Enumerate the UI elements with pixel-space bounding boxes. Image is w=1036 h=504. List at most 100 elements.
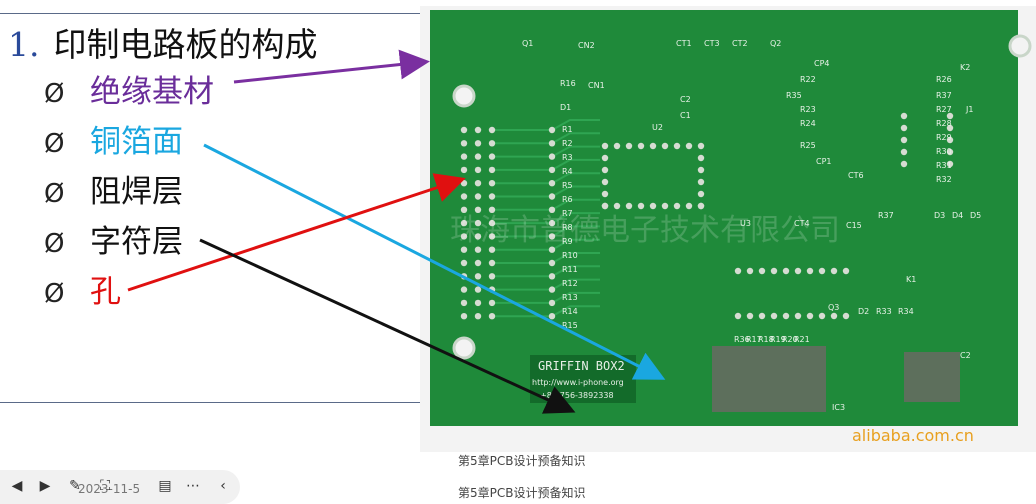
pcb-component-label: R31	[936, 161, 952, 170]
solder-pad	[697, 202, 705, 210]
solder-pad	[548, 246, 556, 253]
pcb-component-label: D5	[970, 211, 981, 220]
pcb-component-label: R23	[800, 105, 816, 114]
copper-trace	[492, 158, 600, 171]
ic3-pad-area	[712, 346, 826, 412]
solder-pad	[601, 190, 609, 198]
copper-trace	[492, 252, 600, 264]
pcb-component-label: R3	[562, 153, 573, 162]
pcb-component-label: CT2	[732, 39, 748, 48]
solder-pad	[946, 160, 954, 168]
silkscreen-title: GRIFFIN BOX2	[538, 359, 625, 373]
pen-icon[interactable]: ✎	[69, 478, 81, 494]
solder-pad	[625, 142, 633, 150]
pcb-component-label: R21	[794, 335, 810, 344]
solder-pad	[601, 202, 609, 210]
arrow-copper-foil	[203, 143, 666, 380]
bullet-text: 孔	[90, 274, 121, 310]
pcb-component-label: CT1	[676, 39, 692, 48]
pcb-component-label: R37	[878, 211, 894, 220]
solder-pad	[782, 312, 790, 320]
pcb-component-label: R37	[936, 91, 952, 100]
bullet-text: 阻焊层	[90, 174, 183, 210]
solder-pad	[474, 166, 482, 174]
solder-pad	[946, 124, 954, 132]
next-icon[interactable]: ▶	[39, 478, 51, 494]
pcb-component-label: R32	[936, 175, 952, 184]
photo-watermark-cn: 珠海市普德电子技术有限公司	[450, 213, 840, 248]
copper-trace	[492, 145, 600, 158]
solder-pad	[488, 299, 496, 307]
pcb-component-label: R24	[800, 119, 816, 128]
zoom-icon[interactable]: ⛶	[100, 478, 110, 494]
mounting-hole	[452, 84, 476, 108]
pcb-component-label: R12	[562, 279, 578, 288]
solder-pad	[460, 286, 468, 293]
collapse-icon[interactable]: ‹	[220, 478, 226, 494]
mounting-hole	[1008, 34, 1032, 58]
pcb-component-label: IC3	[832, 403, 845, 412]
solder-pad	[946, 112, 954, 120]
slide-heading: 1.印制电路板的构成	[8, 18, 318, 66]
solder-pad	[734, 267, 742, 275]
copper-trace	[492, 119, 600, 131]
solder-pad	[548, 166, 556, 174]
solder-pad	[601, 166, 609, 174]
solder-pad	[625, 202, 633, 210]
solder-pad	[474, 246, 482, 253]
copper-trace	[492, 265, 600, 278]
solder-pad	[649, 202, 657, 210]
solder-pad	[460, 299, 468, 307]
pcb-component-label: R27	[936, 105, 952, 114]
pcb-component-label: Q3	[828, 303, 839, 312]
pcb-component-label: CP4	[814, 59, 830, 68]
pcb-component-label: R11	[562, 265, 578, 274]
solder-pad	[488, 206, 496, 213]
solder-pad	[946, 148, 954, 156]
pcb-component-label: CT4	[794, 219, 810, 228]
photo-watermark-site: alibaba.com.cn	[852, 426, 974, 445]
more-icon[interactable]: ⋯	[186, 478, 200, 494]
presentation-toolbar: ◀ ▶ ✎ 2023-11-5 ⛶ ▤ ⋯ ‹	[0, 470, 240, 504]
pcb-component-label: K1	[906, 275, 916, 284]
solder-pad	[649, 142, 657, 150]
pcb-component-label: R4	[562, 167, 573, 176]
solder-pad	[782, 267, 790, 275]
solder-pad	[697, 190, 705, 198]
solder-pad	[474, 180, 482, 187]
solder-pad	[488, 219, 496, 227]
bullet-mark: Ø	[44, 229, 65, 259]
solder-pad	[488, 140, 496, 147]
solder-pad	[900, 160, 908, 168]
solder-pad	[548, 313, 556, 320]
pcb-component-label: R18	[758, 335, 774, 344]
solder-pad	[685, 142, 693, 150]
solder-pad	[734, 312, 742, 320]
solder-pad	[488, 259, 496, 267]
copper-trace	[492, 198, 600, 211]
pcb-component-label: U3	[740, 219, 751, 228]
solder-pad	[673, 202, 681, 210]
solder-pad	[474, 219, 482, 227]
pcb-component-label: D4	[952, 211, 963, 220]
solder-pad	[842, 312, 850, 320]
pcb-component-label: R9	[562, 237, 573, 246]
solder-pad	[697, 154, 705, 162]
copper-trace	[492, 225, 600, 238]
solder-pad	[900, 112, 908, 120]
prev-icon[interactable]: ◀	[11, 478, 23, 494]
comment-icon[interactable]: ▤	[158, 478, 172, 494]
c2-pad-area	[904, 352, 960, 402]
pcb-component-label: C15	[846, 221, 862, 230]
solder-pad	[488, 153, 496, 160]
solder-pad	[488, 166, 496, 174]
pcb-component-label: C1	[680, 111, 691, 120]
pcb-component-label: R8	[562, 223, 573, 232]
heading-number: 1.	[8, 25, 40, 64]
solder-pad	[830, 267, 838, 275]
pcb-component-label: CT6	[848, 171, 864, 180]
solder-pad	[488, 193, 496, 200]
